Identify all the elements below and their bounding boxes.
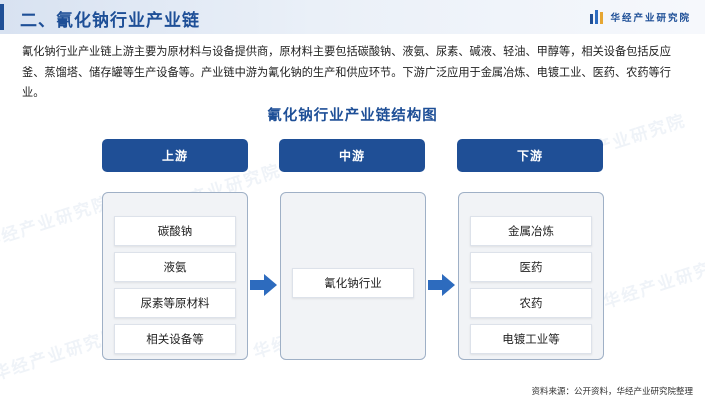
list-item: 相关设备等 <box>114 324 236 354</box>
stage-panel-downstream: 金属冶炼 医药 农药 电镀工业等 <box>458 192 604 360</box>
stage-panel-upstream: 碳酸钠 液氨 尿素等原材料 相关设备等 <box>102 192 248 360</box>
list-item: 农药 <box>470 288 592 318</box>
list-item: 尿素等原材料 <box>114 288 236 318</box>
stage-panel-midstream: 氰化钠行业 <box>280 192 426 360</box>
stage-header-downstream: 下游 <box>457 139 603 172</box>
bar-chart-icon <box>590 10 604 24</box>
source-note: 资料来源：公开资料，华经产业研究院整理 <box>531 387 693 397</box>
list-item: 氰化钠行业 <box>292 268 414 298</box>
stage-header-upstream: 上游 <box>102 139 248 172</box>
list-item: 金属冶炼 <box>470 216 592 246</box>
stage-header-midstream: 中游 <box>279 139 425 172</box>
page-title: 二、氰化钠行业产业链 <box>20 11 200 31</box>
list-item: 碳酸钠 <box>114 216 236 246</box>
title-accent-bar <box>0 4 4 30</box>
list-item: 医药 <box>470 252 592 282</box>
watermark: 华经产业研究院 <box>0 192 114 253</box>
brand-name: 华经产业研究院 <box>610 13 691 24</box>
list-item: 液氨 <box>114 252 236 282</box>
watermark: 华经产业研究院 <box>600 252 705 313</box>
arrow-right-icon <box>250 274 277 296</box>
list-item: 电镀工业等 <box>470 324 592 354</box>
diagram-title: 氰化钠行业产业链结构图 <box>267 108 438 124</box>
brand-logo: 华经产业研究院 <box>590 9 691 25</box>
arrow-right-icon <box>428 274 455 296</box>
intro-paragraph: 氰化钠行业产业链上游主要为原材料与设备提供商，原材料主要包括碳酸钠、液氨、尿素、… <box>22 45 671 99</box>
title-bar: 二、氰化钠行业产业链 华经产业研究院 <box>0 0 705 34</box>
